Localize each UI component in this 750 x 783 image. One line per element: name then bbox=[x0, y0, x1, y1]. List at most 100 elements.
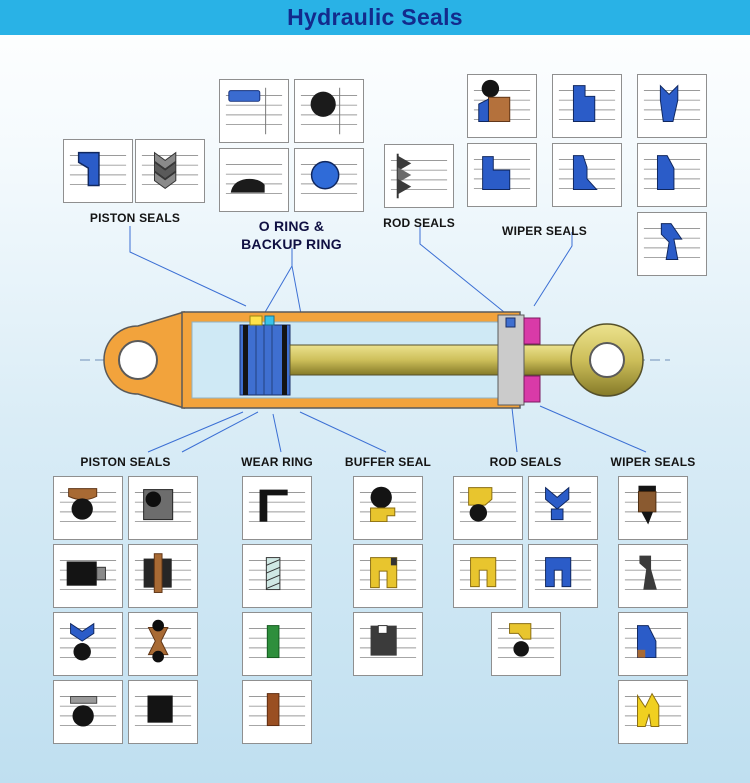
piston-chevron-circle-icon bbox=[59, 622, 117, 661]
wiper-blue-a-thumbnail bbox=[552, 74, 622, 138]
wear-ring-bracket-thumbnail bbox=[242, 475, 312, 540]
o-ring-black-thumbnail bbox=[294, 79, 364, 143]
rod-yellow-ball2-thumbnail bbox=[490, 611, 561, 676]
buffer-ucup-yellow-icon bbox=[359, 556, 417, 590]
wiper-snap-brown-icon bbox=[624, 485, 682, 525]
clevis-hole bbox=[118, 340, 158, 380]
wiper-blue-e-thumbnail bbox=[637, 143, 707, 207]
piston-square-black-thumbnail bbox=[128, 679, 198, 744]
wiper-blue-a-icon bbox=[558, 85, 616, 122]
rod-gland bbox=[497, 314, 525, 406]
chevron-seal-gray-thumbnail bbox=[135, 139, 205, 203]
piston-brown-stem-icon bbox=[134, 552, 192, 593]
wear-ring-label: WEAR RING bbox=[241, 455, 313, 469]
piston-brown-stem-thumbnail bbox=[128, 543, 198, 608]
cylinder-cross-section bbox=[80, 310, 670, 410]
wiper-snap-brown-thumbnail bbox=[618, 475, 688, 540]
piston-square-black-icon bbox=[134, 695, 192, 726]
wiper-blue-b-thumbnail bbox=[637, 74, 707, 138]
rod-ucup-blue-icon bbox=[534, 556, 592, 590]
piston-seal-band-left bbox=[243, 325, 248, 395]
o-ring-blue-icon bbox=[300, 160, 358, 195]
piston-seal-blue-icon bbox=[69, 151, 127, 187]
page-title: Hydraulic Seals bbox=[287, 4, 463, 30]
oring-backup-label: O RING & BACKUP RING bbox=[241, 218, 342, 253]
wear-ring-brown-icon bbox=[248, 692, 306, 726]
backup-ring-wedge-black-thumbnail bbox=[219, 148, 289, 212]
rod-seals-top-label: ROD SEALS bbox=[383, 216, 455, 230]
group-buffer-seal: BUFFER SEAL bbox=[345, 455, 431, 676]
vee-packing-stack-thumbnail bbox=[384, 144, 454, 208]
piston-oring-groove-icon bbox=[59, 559, 117, 590]
chevron-seal-gray-icon bbox=[141, 151, 199, 190]
wiper-yellow-m-thumbnail bbox=[618, 679, 688, 744]
rod-yellow-ball-thumbnail bbox=[453, 475, 523, 540]
piston-chevron-circle-thumbnail bbox=[53, 611, 123, 676]
group-oring-backup-ring: O RING & BACKUP RING bbox=[219, 79, 364, 253]
wiper-seals-top-label: WIPER SEALS bbox=[502, 224, 587, 238]
piston-seals-top-cells bbox=[63, 139, 207, 203]
rod-eye bbox=[570, 323, 644, 397]
group-piston-seals-bottom: PISTON SEALS bbox=[53, 455, 198, 744]
vee-packing-stack-icon bbox=[390, 153, 448, 199]
barrel bbox=[181, 311, 521, 409]
backup-ring-flat-blue-thumbnail bbox=[219, 79, 289, 143]
buffer-seal-cells bbox=[353, 475, 423, 676]
piston-seals-bottom-cells bbox=[53, 475, 198, 744]
piston-compact-brown-icon bbox=[59, 487, 117, 522]
buffer-block-dark-thumbnail bbox=[353, 611, 423, 676]
wiper-seals-bottom-cells bbox=[618, 475, 688, 744]
piston bbox=[239, 324, 291, 396]
wear-ring-green-icon bbox=[248, 624, 306, 658]
oring-backup-cells bbox=[219, 79, 364, 212]
o-ring-blue-thumbnail bbox=[294, 148, 364, 212]
piston-capped-circle-icon bbox=[59, 695, 117, 727]
wiper-blue-e-icon bbox=[643, 155, 701, 191]
wear-ring-green-thumbnail bbox=[242, 611, 312, 676]
rod-seals-bottom-cells bbox=[453, 475, 598, 676]
rod-ucup-blue-thumbnail bbox=[528, 543, 598, 608]
wiper-ball-brown-icon bbox=[473, 79, 531, 122]
wiper-seals-top-cells bbox=[467, 74, 707, 276]
wiper-yellow-m-icon bbox=[624, 692, 682, 727]
wiper-blue-d-thumbnail bbox=[552, 143, 622, 207]
rod-ucup-yellow-icon bbox=[459, 556, 517, 590]
clevis-eye bbox=[103, 310, 185, 410]
piston-seal-blue-thumbnail bbox=[63, 139, 133, 203]
rod-seals-bottom-label: ROD SEALS bbox=[489, 455, 562, 469]
wiper-blue-heel-icon bbox=[624, 624, 682, 658]
buffer-block-dark-icon bbox=[359, 624, 417, 658]
backup-ring-flat-blue-icon bbox=[225, 87, 283, 135]
piston-x-brown-thumbnail bbox=[128, 611, 198, 676]
rod-chevron-blue-icon bbox=[534, 486, 592, 522]
piston-grooves bbox=[255, 325, 273, 395]
piston-square-gray-icon bbox=[134, 488, 192, 522]
group-wear-ring: WEAR RING bbox=[241, 455, 313, 744]
wear-ring-brown-thumbnail bbox=[242, 679, 312, 744]
group-piston-seals-top: PISTON SEALS bbox=[63, 139, 207, 227]
rod-seal-blue bbox=[505, 317, 516, 328]
piston-rod bbox=[289, 344, 591, 376]
rod-yellow-ball2-icon bbox=[497, 622, 554, 658]
wiper-dark-icon bbox=[624, 555, 682, 590]
wiper-blue-c-thumbnail bbox=[467, 143, 537, 207]
piston-compact-brown-thumbnail bbox=[53, 475, 123, 540]
wiper-seals-bottom-label: WIPER SEALS bbox=[610, 455, 696, 469]
wear-ring-bracket-icon bbox=[248, 489, 306, 522]
buffer-ball-yellow-thumbnail bbox=[353, 475, 423, 540]
buffer-ucup-yellow-thumbnail bbox=[353, 543, 423, 608]
buffer-ball-yellow-icon bbox=[359, 486, 417, 522]
wiper-blue-f-thumbnail bbox=[637, 212, 707, 276]
rod-eye-hole bbox=[589, 342, 625, 378]
backup-ring-wedge-black-icon bbox=[225, 164, 283, 195]
piston-wear-ring-cyan bbox=[264, 315, 275, 326]
wiper-blue-d-icon bbox=[558, 155, 616, 191]
group-rod-seals-top: ROD SEALS bbox=[383, 144, 455, 232]
group-wiper-seals-bottom: WIPER SEALS bbox=[611, 455, 695, 744]
wiper-blue-f-icon bbox=[643, 223, 701, 260]
buffer-seal-label: BUFFER SEAL bbox=[344, 455, 432, 469]
piston-capped-circle-thumbnail bbox=[53, 679, 123, 744]
wiper-seal-bottom-pink bbox=[523, 375, 541, 403]
piston-square-gray-thumbnail bbox=[128, 475, 198, 540]
